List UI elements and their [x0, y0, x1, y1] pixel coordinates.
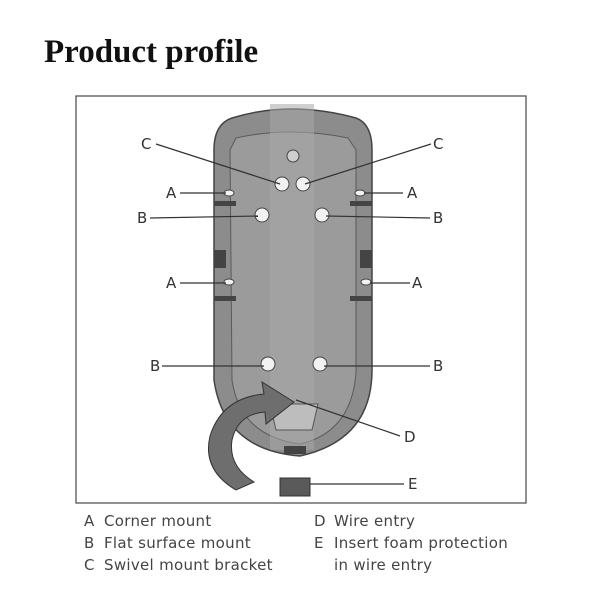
- leader-c-left: [155, 143, 281, 185]
- flat-hole-upper-left: [254, 207, 270, 223]
- leader-c-right: [304, 143, 432, 185]
- callout-b-upper-right: B: [433, 209, 443, 227]
- edge-mark: [350, 296, 372, 301]
- callout-e: E: [408, 475, 417, 493]
- edge-mark: [360, 250, 372, 268]
- callout-a-lower-left: A: [166, 274, 177, 292]
- callout-a-lower-right: A: [412, 274, 423, 292]
- callout-a-upper-right: A: [407, 184, 418, 202]
- legend-text-a: Corner mount: [104, 512, 212, 530]
- corner-slot-lower-left: [223, 278, 235, 286]
- callout-b-lower-right: B: [433, 357, 443, 375]
- leader-b-upper-right: [325, 215, 431, 219]
- rotate-arrow-icon: [208, 380, 295, 491]
- corner-slot-upper-right: [354, 189, 366, 197]
- legend-text-e-cont: in wire entry: [334, 556, 432, 574]
- corner-slot-lower-right: [360, 278, 372, 286]
- legend-key-b: B: [84, 534, 95, 552]
- edge-mark: [214, 250, 226, 268]
- legend-key-d: D: [314, 512, 326, 530]
- swivel-hole-left: [274, 176, 290, 192]
- edge-mark: [214, 296, 236, 301]
- legend-key-c: C: [84, 556, 95, 574]
- leader-d: [295, 399, 401, 437]
- edge-mark: [350, 201, 372, 206]
- legend-text-b: Flat surface mount: [104, 534, 251, 552]
- flat-hole-lower-left: [260, 356, 276, 372]
- bottom-slot: [284, 446, 306, 454]
- leader-b-upper-left: [149, 215, 259, 219]
- callout-c-right: C: [433, 135, 443, 153]
- legend-key-e: E: [314, 534, 324, 552]
- foam-insert: [279, 477, 311, 497]
- edge-mark: [214, 201, 236, 206]
- top-screw-icon: [286, 149, 300, 163]
- legend-text-c: Swivel mount bracket: [104, 556, 273, 574]
- callout-d: D: [404, 428, 416, 446]
- callout-b-lower-left: B: [150, 357, 160, 375]
- legend: A Corner mount B Flat surface mount C Sw…: [84, 512, 508, 574]
- legend-text-e: Insert foam protection: [334, 534, 508, 552]
- legend-text-d: Wire entry: [334, 512, 415, 530]
- callout-a-upper-left: A: [166, 184, 177, 202]
- diagram-frame: [75, 95, 527, 504]
- page-title: Product profile: [44, 34, 259, 70]
- callout-c-left: C: [141, 135, 151, 153]
- callout-b-upper-left: B: [137, 209, 147, 227]
- flat-hole-lower-right: [312, 356, 328, 372]
- legend-key-a: A: [84, 512, 95, 530]
- flat-hole-upper-right: [314, 207, 330, 223]
- swivel-hole-right: [295, 176, 311, 192]
